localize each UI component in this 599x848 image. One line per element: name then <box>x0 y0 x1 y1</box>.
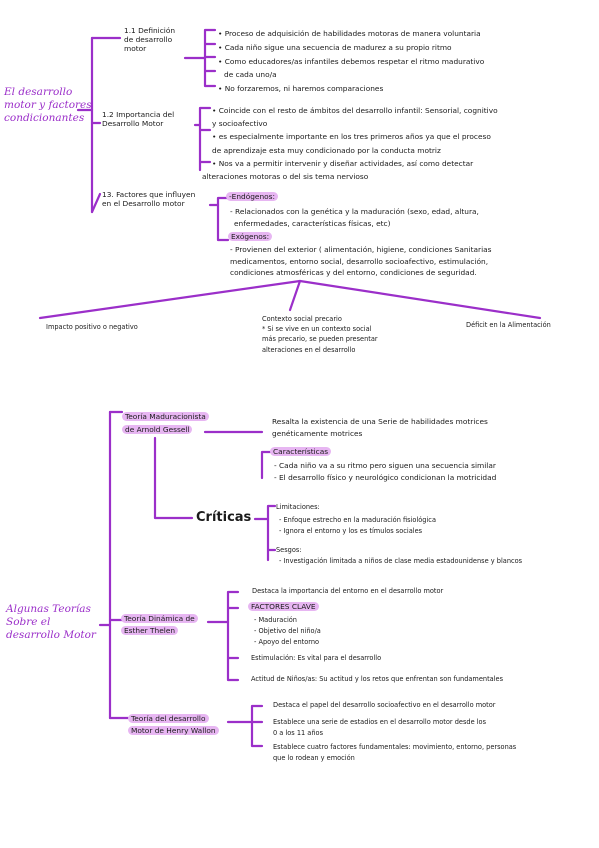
endogenos-line: - Relacionados con la genética y la madu… <box>230 207 479 216</box>
section2-title-line: desarrollo Motor <box>6 629 96 642</box>
branch-right: Déficit en la Alimentación <box>466 321 551 329</box>
endogenos-highlight: -Endógenos: <box>226 192 279 201</box>
gesell-desc-line: genéticamente motrices <box>272 429 363 438</box>
factores-highlight: FACTORES CLAVE <box>248 602 319 611</box>
factores-label: FACTORES CLAVE <box>248 602 319 611</box>
gesell-desc-line: Resalta la existencia de una Serie de ha… <box>272 417 488 426</box>
exogenos-line: condiciones atmosféricas y del entorno, … <box>230 268 477 278</box>
criticas-label: Críticas <box>196 510 252 525</box>
sub11-bullets: • Proceso de adquisición de habilidades … <box>218 27 484 96</box>
endogenos-label: -Endógenos: <box>226 192 279 201</box>
wallon-line2-part: 0 a los 11 años <box>273 729 324 737</box>
wallon-title-line: Motor de Henry Wallon <box>128 726 219 735</box>
sub12-bullet: de aprendizaje esta muy condicionado por… <box>212 145 441 155</box>
limitaciones-label: Limitaciones: <box>276 503 320 511</box>
wallon-line3-part: Establece cuatro factores fundamentales:… <box>273 743 517 751</box>
exogenos-line: - Provienen del exterior ( alimentación,… <box>230 245 492 254</box>
sub12-title-line: 1.2 Importancia del <box>102 110 175 119</box>
wallon-line3-part: que lo rodean y emoción <box>273 754 355 762</box>
branch-left: Impacto positivo o negativo <box>46 323 138 331</box>
gesell-title-line: de Arnold Gessell <box>122 425 193 434</box>
factores-line: - Objetivo del niño/a <box>254 627 321 635</box>
caracteristicas-highlight: Características <box>270 447 332 456</box>
limitaciones-line: - Ignora el entorno y los es tímulos soc… <box>279 526 423 535</box>
branch-mid-line: más precario, se pueden presentar <box>262 335 378 344</box>
caracteristicas-line: - Cada niño va a su ritmo pero siguen un… <box>274 461 496 470</box>
sub11-title-line: 1.1 Definición <box>124 26 176 35</box>
sesgos-text: - Investigación limitada a niños de clas… <box>279 557 522 565</box>
sub11-bullet: de cada uno/a <box>224 70 277 80</box>
wallon-title: Teoría del desarrollo Motor de Henry Wal… <box>128 713 219 737</box>
section1-title-line: El desarrollo <box>4 86 73 98</box>
gesell-desc: Resalta la existencia de una Serie de ha… <box>272 416 488 440</box>
branch-mid-line: alteraciones en el desarrollo <box>262 345 356 354</box>
limitaciones-text: - Enfoque estrecho en la maduración fisi… <box>279 515 436 536</box>
sub12-bullets: • Coincide con el resto de ámbitos del d… <box>202 104 498 183</box>
branch-mid: Contexto social precario * Si se vive en… <box>262 314 378 355</box>
section1-title-line: motor y factores <box>4 99 92 112</box>
caracteristicas-line: - El desarrollo físico y neurológico con… <box>274 473 497 483</box>
exogenos-text: - Provienen del exterior ( alimentación,… <box>230 244 492 279</box>
exogenos-highlight: Exógenos: <box>228 232 273 241</box>
sub11-title: 1.1 Definición de desarrollo motor <box>124 26 175 53</box>
factores-line: - Apoyo del entorno <box>254 638 320 646</box>
caracteristicas-text: - Cada niño va a su ritmo pero siguen un… <box>274 460 496 485</box>
sub11-bullet: • Como educadores/as infantiles debemos … <box>218 56 485 66</box>
wallon-line2: Establece una serie de estadios en el de… <box>273 717 486 739</box>
sub11-bullet: • Proceso de adquisición de habilidades … <box>218 29 481 38</box>
thelen-line1: Destaca la importancia del entorno en el… <box>252 587 444 595</box>
caracteristicas-label: Características <box>270 447 332 456</box>
sub11-bullet: • Cada niño sigue una secuencia de madur… <box>218 42 452 52</box>
factores-text: - Maduración - Objetivo del niño/a - Apo… <box>254 615 321 648</box>
sub11-title-line: de desarrollo <box>124 35 173 45</box>
section1-title: El desarrollo motor y factores condicion… <box>4 86 92 125</box>
section2-title-line: Algunas Teorías <box>6 603 91 615</box>
branch-mid-line: Contexto social precario <box>262 315 342 323</box>
wallon-line2-part: Establece una serie de estadios en el de… <box>273 718 487 726</box>
sub12-bullet: • Nos va a permitir intervenir y diseñar… <box>212 158 474 168</box>
sub13-title-line: 13. Factores que influyen <box>102 190 196 199</box>
sub12-bullet: alteraciones motoras o del sis tema nerv… <box>202 172 369 182</box>
limitaciones-line: - Enfoque estrecho en la maduración fisi… <box>279 516 436 524</box>
endogenos-text: - Relacionados con la genética y la madu… <box>230 206 479 229</box>
sub13-title-line: en el Desarrollo motor <box>102 199 185 209</box>
sub11-bullet: • No forzaremos, ni haremos comparacione… <box>218 84 384 94</box>
sub12-bullet: y socioafectivo <box>212 119 268 129</box>
sesgos-label: Sesgos: <box>276 546 302 554</box>
branch-mid-line: * Si se vive en un contexto social <box>262 325 372 334</box>
sub12-bullet: • Coincide con el resto de ámbitos del d… <box>212 106 498 115</box>
sub11-title-line: motor <box>124 44 147 54</box>
thelen-title-line: Esther Thelen <box>121 626 179 635</box>
thelen-estimulacion: Estimulación: Es vital para el desarroll… <box>251 654 382 662</box>
sub12-title: 1.2 Importancia del Desarrollo Motor <box>102 110 174 128</box>
thelen-title-line: Teoría Dinámica de <box>121 614 198 623</box>
thelen-actitud: Actitud de Niños/as: Su actitud y los re… <box>251 675 504 683</box>
sub13-title: 13. Factores que influyen en el Desarrol… <box>102 190 195 208</box>
exogenos-line: medicamentos, entorno social, desarrollo… <box>230 256 489 266</box>
wallon-line3: Establece cuatro factores fundamentales:… <box>273 742 516 764</box>
factores-line: - Maduración <box>254 616 297 624</box>
gesell-title: Teoría Maduracionista de Arnold Gessell <box>122 410 209 436</box>
sub12-bullet: • es especialmente importante en los tre… <box>212 132 491 142</box>
thelen-title: Teoría Dinámica de Esther Thelen <box>121 613 198 637</box>
sub12-title-line: Desarrollo Motor <box>102 119 164 129</box>
endogenos-line: enfermedades, características físicas, e… <box>234 218 391 228</box>
wallon-title-line: Teoría del desarrollo <box>128 714 209 723</box>
sesgos-line: - Investigación limitada a niños de clas… <box>279 557 523 565</box>
exogenos-label: Exógenos: <box>228 232 273 241</box>
section2-title: Algunas Teorías Sobre el desarrollo Moto… <box>6 603 96 642</box>
section2-title-line: Sobre el <box>6 616 51 629</box>
gesell-title-line: Teoría Maduracionista <box>122 412 209 421</box>
wallon-line1: Destaca el papel del desarrollo socioafe… <box>273 701 496 709</box>
section1-title-line: condicionantes <box>4 112 85 125</box>
